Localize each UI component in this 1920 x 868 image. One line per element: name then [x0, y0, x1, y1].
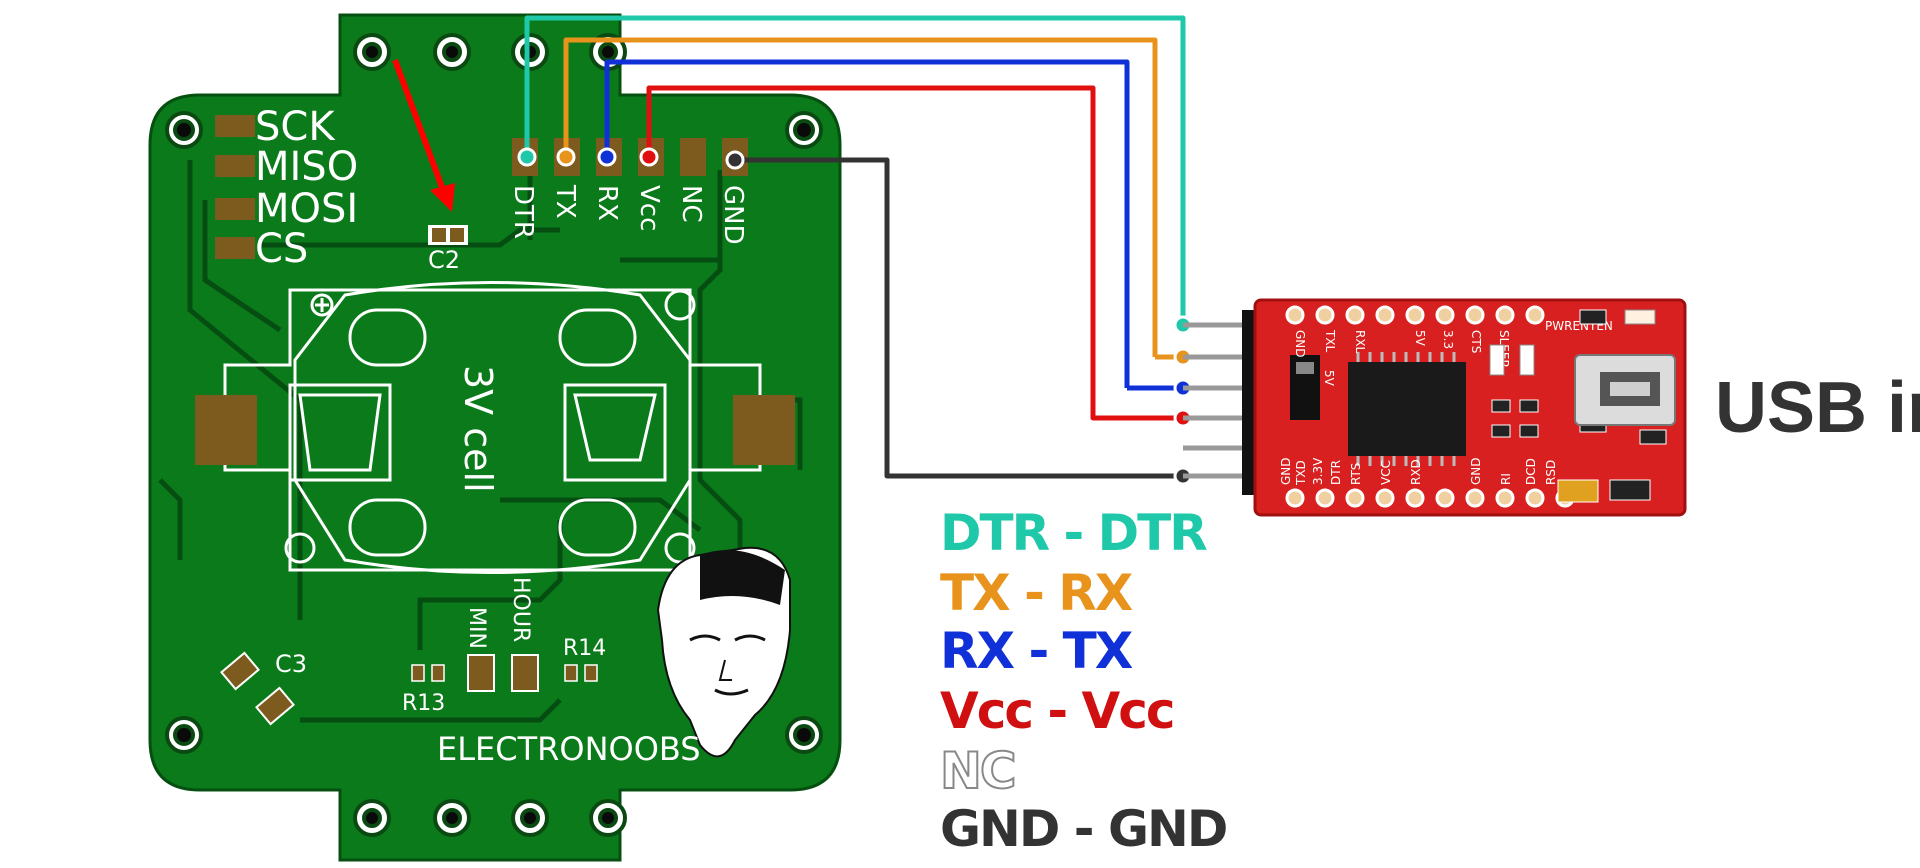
- ftdi-jumper-label: 5V: [1322, 370, 1336, 387]
- ftdi-label-33v: 3.3V: [1311, 457, 1325, 485]
- wire-end-gnd-pcb: [725, 150, 745, 170]
- ftdi-label-gnd-b: GND: [1279, 457, 1293, 485]
- ftdi-jumper: [1290, 355, 1320, 420]
- button-min: MIN: [464, 607, 495, 692]
- ftdi-label-ri: RI: [1499, 473, 1513, 485]
- ftdi-label-gnd-top: GND: [1293, 330, 1307, 358]
- ftdi-label-txl: TXL: [1323, 329, 1337, 353]
- spi-pads: [215, 115, 255, 259]
- button-min-label: MIN: [464, 607, 489, 649]
- wire-end-dtr-pcb: [517, 147, 537, 167]
- capacitor-c3: C3: [220, 650, 307, 726]
- ftdi-label-dcd: DCD: [1524, 458, 1538, 485]
- ftdi-bottom-labels: GND TXD 3.3V DTR RTS VCC RXD GND RI DCD …: [1279, 457, 1558, 486]
- spi-label-mosi: MOSI: [255, 186, 358, 232]
- header-label-nc: NC: [676, 185, 706, 223]
- spi-label-cs: CS: [255, 226, 308, 272]
- mounting-holes: [165, 111, 823, 754]
- ftdi-label-vcc: VCC: [1379, 460, 1393, 485]
- header-label-rx: RX: [592, 185, 622, 221]
- header-labels: DTR TX RX Vcc NC GND: [508, 184, 748, 245]
- ftdi-chip: [1348, 352, 1466, 466]
- button-hour: HOUR: [508, 577, 539, 692]
- legend: DTR - DTR TX - RX RX - TX Vcc - Vcc NC G…: [939, 504, 1228, 858]
- ftdi-label-gnd-b2: GND: [1469, 457, 1483, 485]
- ftdi-label-rts: RTS: [1349, 463, 1363, 485]
- wire-vcc: [646, 85, 1183, 421]
- ftdi-label-rxl: RXL: [1353, 330, 1367, 354]
- header-label-tx: TX: [550, 184, 580, 219]
- wire-gnd: [735, 157, 1183, 479]
- resistor-r13-label: R13: [402, 691, 445, 716]
- resistor-r14: R14: [563, 636, 606, 682]
- spi-label-sck: SCK: [255, 104, 336, 150]
- wire-dtr: [524, 15, 1186, 323]
- ftdi-bottom-holes: [1285, 488, 1575, 508]
- spi-label-miso: MISO: [255, 144, 358, 190]
- capacitor-c2: C2: [428, 225, 468, 274]
- red-arrow: [392, 58, 455, 212]
- ftdi-label-rsd: RSD: [1544, 460, 1558, 485]
- ftdi-label-5v: 5V: [1413, 330, 1427, 347]
- legend-item-gnd: GND - GND: [940, 800, 1226, 858]
- battery-label: 3V cell: [456, 365, 500, 493]
- legend-item-nc: NC: [940, 742, 1015, 800]
- legend-item-tx: TX - RX: [940, 564, 1133, 622]
- ftdi-top-holes: [1285, 305, 1545, 325]
- legend-item-dtr: DTR - DTR: [940, 504, 1207, 562]
- usb-connector: [1574, 354, 1676, 426]
- usb-in-label: USB in: [1715, 368, 1920, 448]
- wire-end-tx-pcb: [556, 147, 576, 167]
- header-label-vcc: Vcc: [634, 185, 664, 231]
- bottom-header-holes: [353, 799, 627, 837]
- portrait-logo: [656, 546, 791, 758]
- resistor-r13: R13: [402, 664, 445, 716]
- legend-item-vcc: Vcc - Vcc: [940, 682, 1174, 740]
- wire-end-vcc-pcb: [639, 147, 659, 167]
- capacitor-c3-label: C3: [275, 650, 307, 678]
- brand-label: ELECTRONOOBS: [437, 730, 701, 768]
- ftdi-label-cts: CTS: [1469, 330, 1483, 353]
- ftdi-label-rxd: RXD: [1409, 459, 1423, 485]
- ftdi-label-33: 3.3: [1441, 330, 1455, 349]
- battery-side-pads: [195, 395, 795, 465]
- header-label-dtr: DTR: [508, 185, 538, 239]
- ftdi-label-dtr: DTR: [1329, 460, 1343, 485]
- wire-end-rx-pcb: [597, 147, 617, 167]
- wire-rx: [604, 59, 1130, 388]
- spi-labels: SCK MISO MOSI CS: [255, 104, 358, 272]
- ftdi-board: 5V 3.3 CTS SLEEP PWRENTEN GND TXL RXL 5V…: [1183, 298, 1687, 517]
- wire-tx: [563, 37, 1158, 357]
- resistor-r14-label: R14: [563, 636, 606, 661]
- button-hour-label: HOUR: [508, 577, 533, 642]
- ftdi-label-txd: TXD: [1294, 460, 1308, 486]
- capacitor-c2-label: C2: [428, 246, 460, 274]
- legend-item-rx: RX - TX: [940, 622, 1133, 680]
- pcb-board: SCK MISO MOSI CS DTR TX RX Vcc NC GND: [148, 13, 842, 862]
- header-label-gnd: GND: [718, 185, 748, 245]
